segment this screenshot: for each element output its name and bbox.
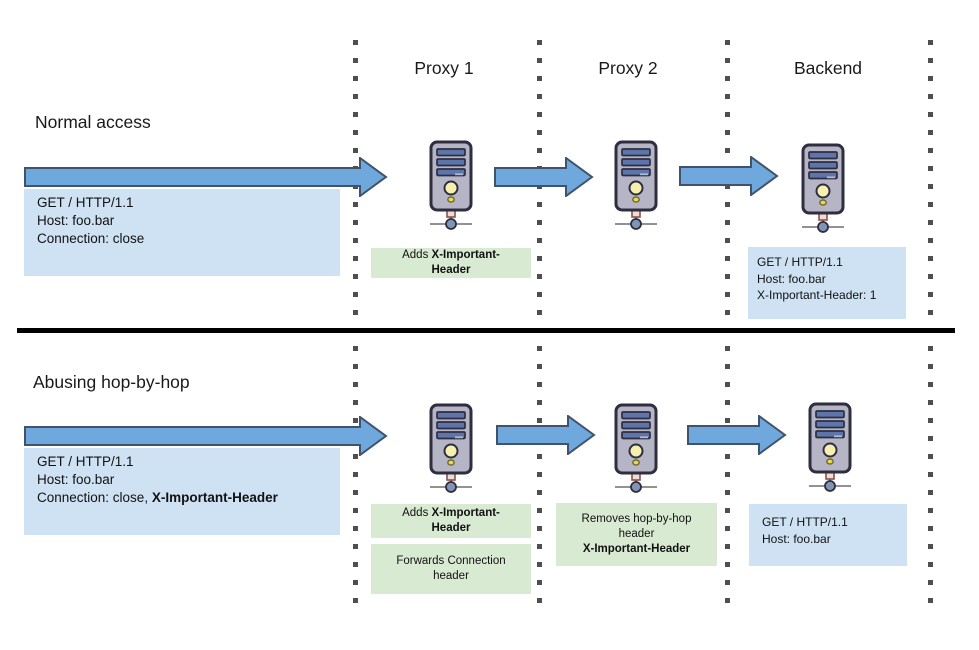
note-proxy1-adds-header: Adds X-Important-Header bbox=[371, 504, 531, 538]
request-line: Host: foo.bar bbox=[37, 472, 115, 487]
lane-label-backend: Backend bbox=[793, 58, 863, 78]
server-icon bbox=[428, 140, 474, 232]
request-line: X-Important-Header: 1 bbox=[757, 288, 877, 302]
request-line: GET / HTTP/1.1 bbox=[37, 195, 134, 210]
request-box-client-normal: GET / HTTP/1.1 Host: foo.bar Connection:… bbox=[24, 189, 340, 276]
note-text: Adds X-Important-Header bbox=[402, 249, 500, 276]
section-divider bbox=[17, 328, 955, 333]
section-title-abusing-hop-by-hop: Abusing hop-by-hop bbox=[33, 372, 190, 392]
note-proxy1-forwards-connection: Forwards Connection header bbox=[371, 544, 531, 594]
flow-arrow-icon bbox=[687, 415, 787, 455]
lane-label-proxy1: Proxy 1 bbox=[414, 58, 474, 78]
lane-separator bbox=[537, 40, 542, 604]
note-text: Adds X-Important-Header bbox=[402, 507, 500, 534]
lane-separator bbox=[928, 40, 933, 604]
server-icon bbox=[800, 143, 846, 235]
request-line: GET / HTTP/1.1 bbox=[37, 454, 134, 469]
request-line: GET / HTTP/1.1 bbox=[762, 515, 848, 529]
lane-separator bbox=[353, 40, 358, 604]
request-line: Host: foo.bar bbox=[757, 271, 826, 286]
request-box-backend-normal: GET / HTTP/1.1 Host: foo.bar X-Important… bbox=[748, 247, 906, 319]
request-box-backend-abuse: GET / HTTP/1.1 Host: foo.bar bbox=[749, 504, 907, 566]
note-proxy1-adds-header: Adds X-Important-Header bbox=[371, 248, 531, 278]
lane-separator bbox=[725, 40, 730, 604]
flow-arrow-icon bbox=[496, 415, 596, 455]
flow-arrow-icon bbox=[494, 157, 594, 197]
request-line: Connection: close, X-Important-Header bbox=[37, 490, 278, 505]
lane-label-proxy2: Proxy 2 bbox=[598, 58, 658, 78]
note-text: Forwards Connection header bbox=[396, 555, 506, 582]
server-icon bbox=[428, 403, 474, 495]
request-line: Host: foo.bar bbox=[37, 213, 115, 228]
server-icon bbox=[613, 140, 659, 232]
section-title-normal-access: Normal access bbox=[35, 112, 151, 132]
request-line: Host: foo.bar bbox=[762, 531, 831, 546]
server-icon bbox=[613, 403, 659, 495]
flow-arrow-icon bbox=[679, 156, 779, 196]
request-box-client-abuse: GET / HTTP/1.1 Host: foo.bar Connection:… bbox=[24, 448, 340, 535]
request-line: GET / HTTP/1.1 bbox=[757, 255, 843, 269]
request-line: Connection: close bbox=[37, 231, 145, 246]
server-icon bbox=[807, 402, 853, 494]
